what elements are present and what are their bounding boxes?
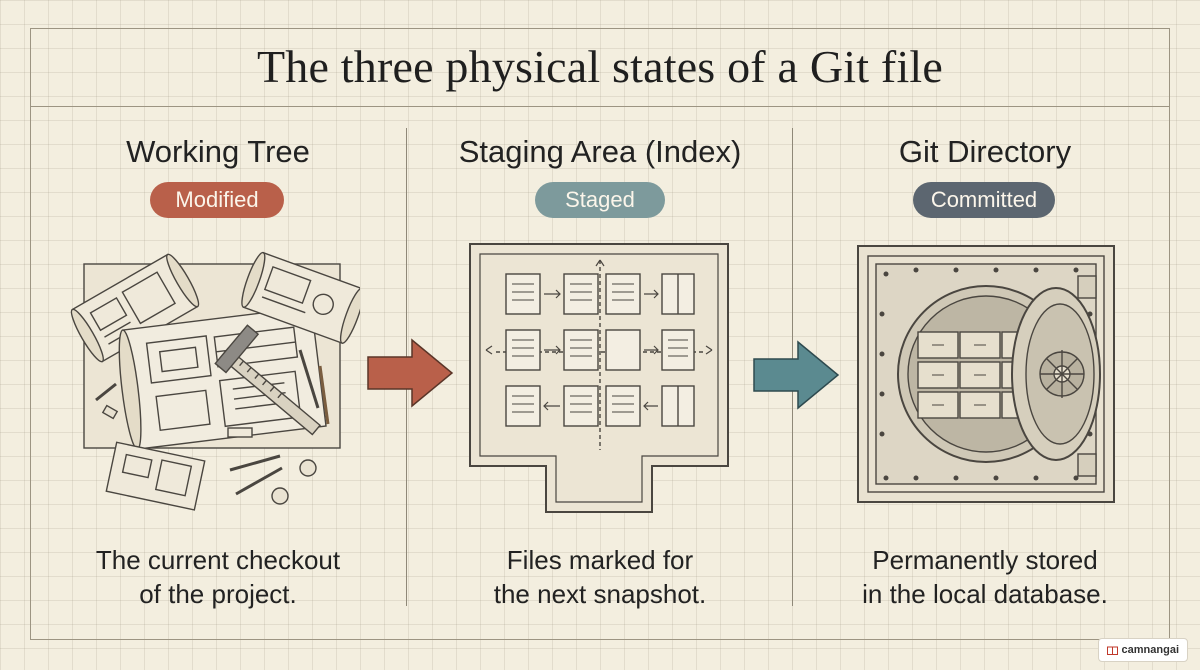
caption-line: Permanently stored — [872, 545, 1098, 575]
scattered-blueprints-icon — [70, 251, 360, 511]
caption-line: The current checkout — [95, 545, 341, 575]
vault-icon — [857, 245, 1115, 503]
status-badge-modified: Modified — [150, 182, 284, 218]
staging-area-column: Staging Area (Index) Staged Files marked… — [410, 128, 790, 618]
git-directory-column: Git Directory Committed Permanently stor… — [795, 128, 1175, 618]
caption-line: in the local database. — [862, 579, 1108, 609]
column-title: Git Directory — [898, 134, 1072, 169]
column-caption: The current checkout of the project. — [28, 543, 408, 611]
column-title: Staging Area (Index) — [458, 134, 742, 169]
column-caption: Permanently stored in the local database… — [795, 543, 1175, 611]
staging-grid-icon — [469, 243, 729, 513]
diagram-title: The three physical states of a Git file — [256, 41, 944, 92]
watermark-badge: camnangai — [1097, 638, 1188, 662]
watermark-text: camnangai — [1121, 644, 1179, 656]
caption-line: Files marked for — [506, 545, 694, 575]
transition-arrow-icon — [753, 340, 840, 410]
caption-line: the next snapshot. — [493, 579, 707, 609]
status-badge-committed: Committed — [913, 182, 1055, 218]
status-badge-staged: Staged — [535, 182, 665, 218]
working-tree-column: Working Tree Modified The current checko… — [28, 128, 408, 618]
column-title: Working Tree — [126, 134, 310, 169]
arrow-shape — [753, 340, 840, 410]
title-rule — [30, 106, 1170, 107]
arrow-shape — [367, 338, 454, 408]
diagram-frame — [30, 28, 1170, 640]
column-caption: Files marked for the next snapshot. — [410, 543, 790, 611]
logo-icon — [1106, 646, 1118, 655]
transition-arrow-icon — [367, 338, 454, 408]
caption-line: of the project. — [139, 579, 297, 609]
